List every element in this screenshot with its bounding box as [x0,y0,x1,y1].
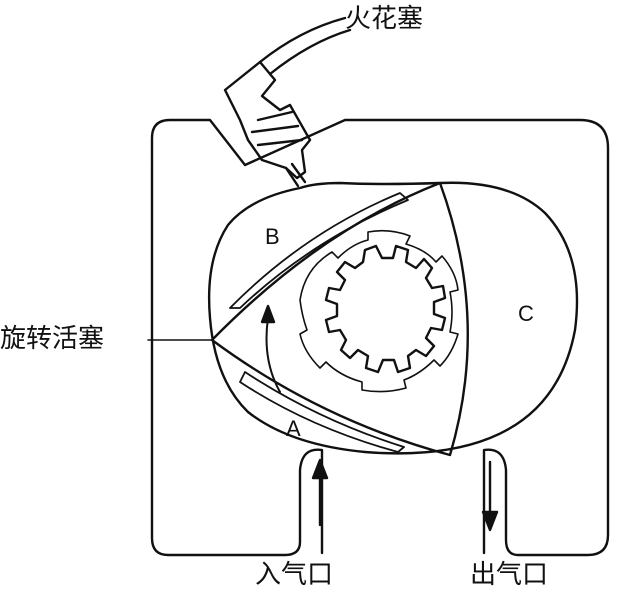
intake-label: 入气口 [255,560,334,590]
rotary-piston [210,181,469,457]
rotation-arrow [265,317,281,393]
rotor-gear-ring [299,229,459,393]
exhaust-label: 出气口 [470,560,549,590]
apex-seal-upper [229,192,409,309]
apex-seal-lower [239,371,405,453]
exhaust-arrow-head [481,510,499,532]
rotor-label: 旋转活塞 [0,324,105,354]
chamber-label-c: C [518,301,534,326]
internal-gear-outer [324,244,447,374]
spark-plug-label: 火花塞 [345,4,424,34]
chamber-label-b: B [265,224,280,249]
engine-housing [150,118,610,557]
rotation-arrow-head [260,304,276,324]
rotor-chamber [207,181,579,455]
spark-plug-icon [223,16,352,188]
intake-arrow-head [311,458,329,480]
chamber-label-a: A [286,416,301,441]
